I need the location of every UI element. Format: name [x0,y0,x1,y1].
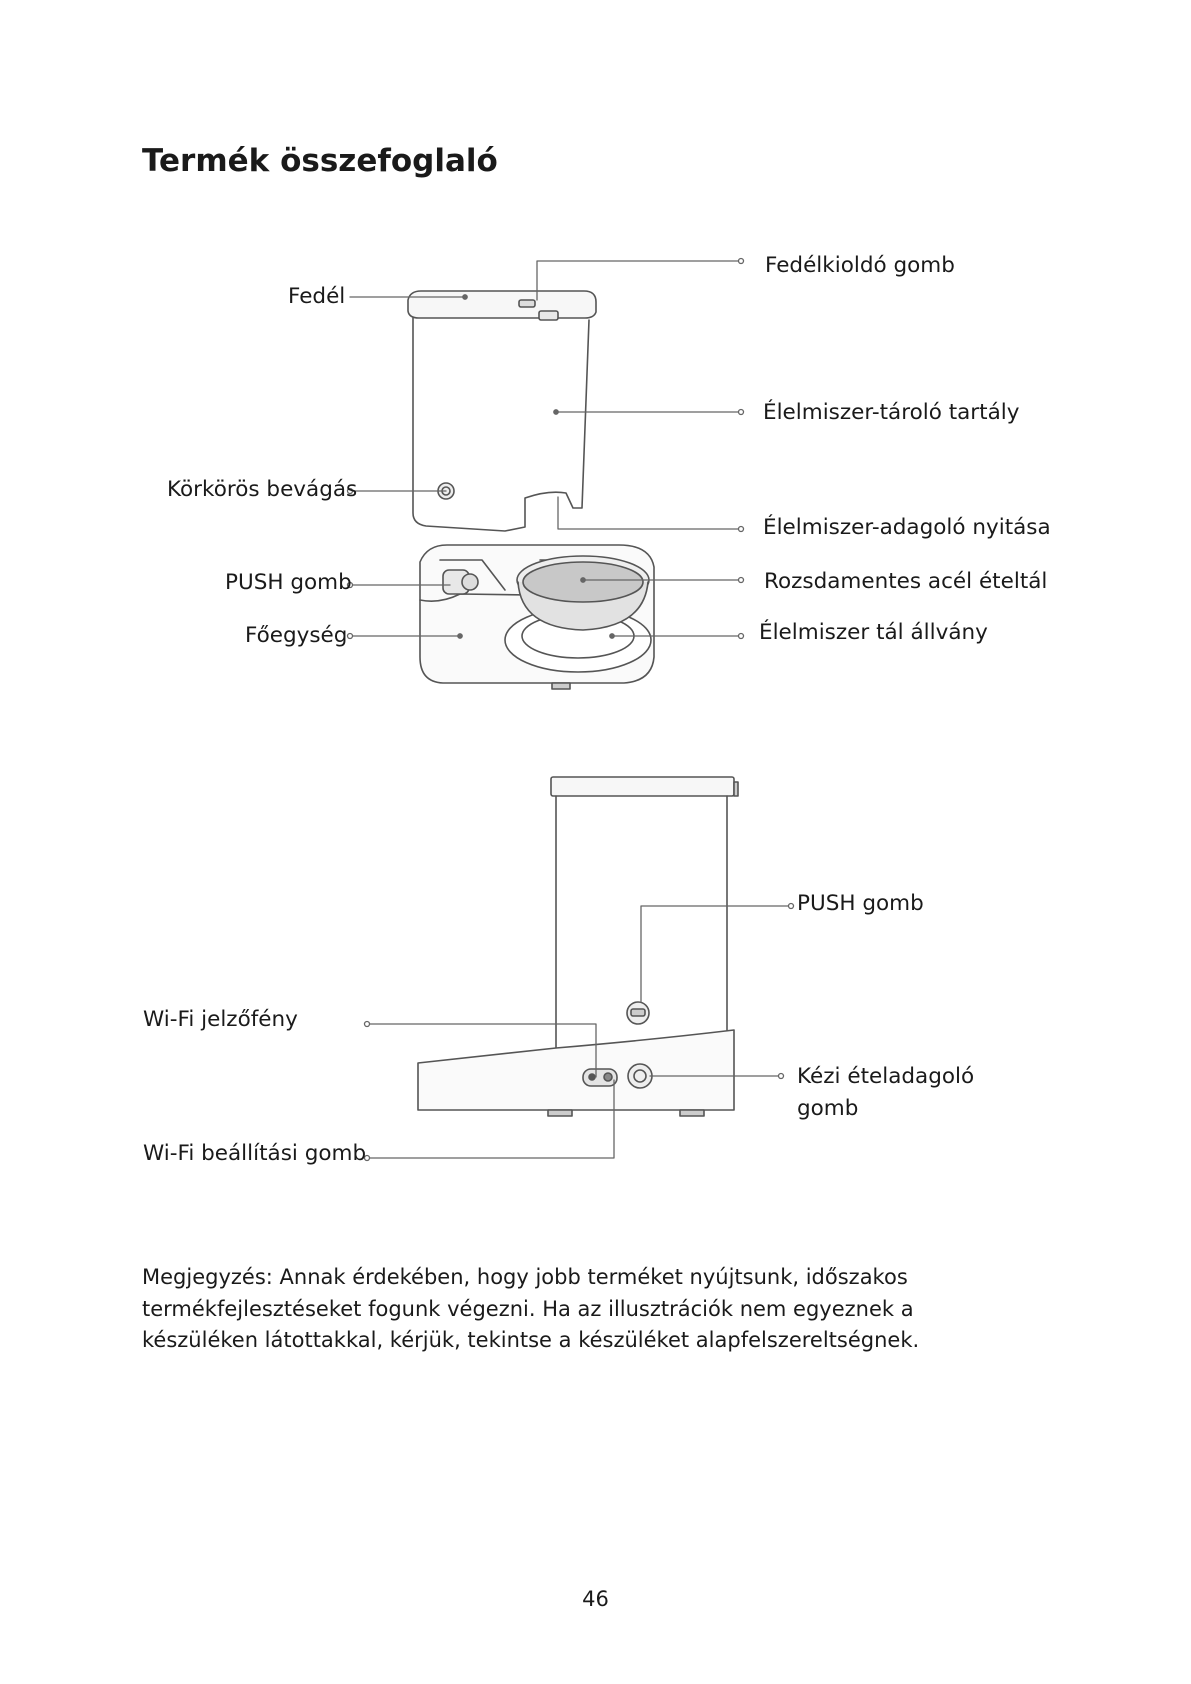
feeder-front-view [407,290,655,690]
note-paragraph: Megjegyzés: Annak érdekében, hogy jobb t… [142,1265,920,1352]
label-push-button-side: PUSH gomb [797,891,924,916]
label-manual-feed-button: Kézi ételadagoló gomb [797,1064,975,1121]
label-food-bowl-stand: Élelmiszer tál állvány [759,620,988,645]
leader-lines [346,257,795,1162]
label-lid: Fedél [288,284,346,309]
page-number: 46 [582,1587,609,1611]
label-food-storage-tank: Élelmiszer-tároló tartály [763,400,1020,425]
label-stainless-steel-bowl: Rozsdamentes acél ételtál [764,569,1048,594]
label-main-unit: Főegység [245,623,348,648]
label-push-button-top: PUSH gomb [225,570,352,595]
label-food-dispenser-opening: Élelmiszer-adagoló nyitása [763,515,1051,540]
page-title: Termék összefoglaló [142,143,498,179]
label-circular-notch: Körkörös bevágás [167,477,358,502]
feeder-side-view [417,776,739,1117]
label-wifi-indicator: Wi-Fi jelzőfény [143,1007,298,1032]
label-wifi-setup-button: Wi-Fi beállítási gomb [143,1141,367,1166]
label-lid-release-button: Fedélkioldó gomb [765,253,955,278]
